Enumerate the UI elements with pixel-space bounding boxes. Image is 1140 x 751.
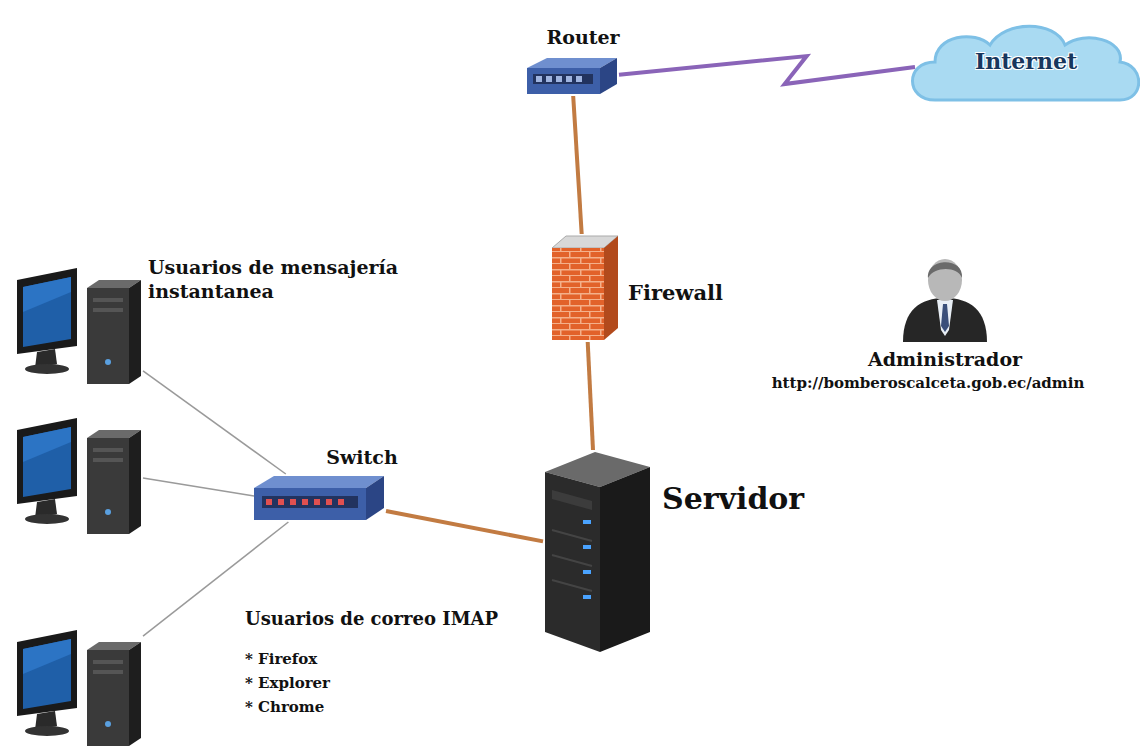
computer-icon bbox=[17, 630, 141, 746]
device-detail: * Explorer bbox=[245, 674, 330, 693]
backbone-cable bbox=[386, 511, 543, 541]
device-label: Switch bbox=[326, 446, 397, 470]
computer-icon bbox=[17, 268, 141, 384]
network-cable bbox=[143, 478, 254, 496]
switch-icon bbox=[254, 476, 384, 520]
device-label: Firewall bbox=[628, 280, 723, 306]
device-label: Internet bbox=[975, 48, 1077, 76]
device-label: Administrador bbox=[868, 348, 1022, 372]
admin-node: Administradorhttp://bomberoscalceta.gob.… bbox=[900, 256, 990, 344]
router-icon bbox=[527, 58, 617, 94]
router-node: Router bbox=[525, 56, 619, 96]
backbone-cable bbox=[573, 96, 582, 234]
internet-node: Internet bbox=[915, 24, 1137, 104]
device-label: Servidor bbox=[662, 480, 804, 518]
wan-link bbox=[619, 56, 915, 84]
network-cable bbox=[143, 371, 286, 474]
pc-node: Usuarios de mensajería instantanea bbox=[15, 262, 143, 387]
firewall-node: Firewall bbox=[550, 234, 620, 342]
backbone-cable bbox=[588, 342, 593, 450]
device-detail: http://bomberoscalceta.gob.ec/admin bbox=[772, 374, 1085, 393]
internet-cloud bbox=[913, 26, 1139, 100]
server-node: Servidor bbox=[543, 450, 653, 654]
computer-icon bbox=[17, 418, 141, 534]
device-label: Router bbox=[546, 26, 619, 50]
device-label: Usuarios de mensajería instantanea bbox=[148, 256, 448, 304]
device-detail: * Firefox bbox=[245, 650, 317, 669]
firewall-icon bbox=[552, 236, 618, 340]
device-label: Usuarios de correo IMAP bbox=[245, 608, 498, 631]
administrator-icon bbox=[903, 259, 987, 342]
switch-node: Switch bbox=[252, 474, 386, 522]
server-icon bbox=[545, 452, 650, 652]
pc-node: Usuarios de correo IMAP* Firefox* Explor… bbox=[15, 624, 143, 749]
device-detail: * Chrome bbox=[245, 698, 324, 717]
